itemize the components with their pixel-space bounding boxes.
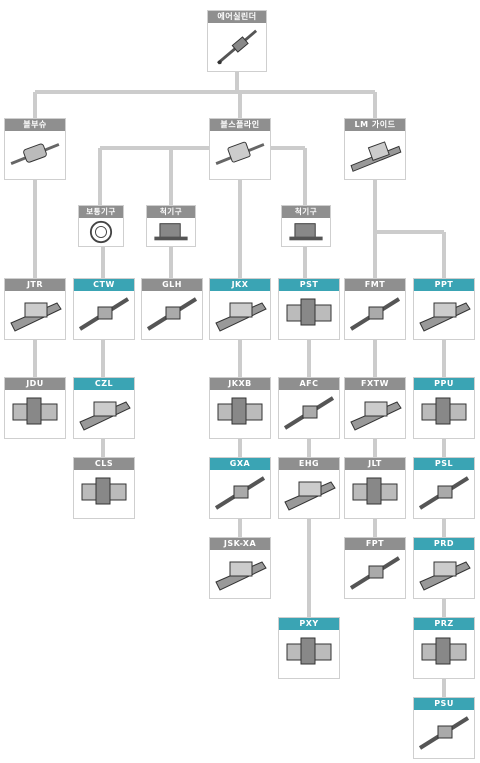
node-label: EHG bbox=[279, 458, 339, 470]
product-photo-icon bbox=[212, 552, 268, 596]
product-photo-icon bbox=[416, 472, 472, 516]
node-pst[interactable]: PST bbox=[278, 278, 340, 340]
node-ehg[interactable]: EHG bbox=[278, 457, 340, 519]
node-label: 척기구 bbox=[282, 206, 330, 218]
node-label: PSL bbox=[414, 458, 474, 470]
node-label: PPU bbox=[414, 378, 474, 390]
node-ball-spline[interactable]: 볼스플라인 bbox=[209, 118, 271, 180]
node-label: CTW bbox=[74, 279, 134, 291]
product-photo-icon bbox=[76, 472, 132, 516]
product-photo-icon bbox=[416, 293, 472, 337]
node-label: PPT bbox=[414, 279, 474, 291]
product-photo-icon bbox=[212, 472, 268, 516]
node-label: JSK-XA bbox=[210, 538, 270, 550]
product-photo-icon bbox=[281, 293, 337, 337]
node-jlt[interactable]: JLT bbox=[344, 457, 406, 519]
node-label: PRZ bbox=[414, 618, 474, 630]
node-cls[interactable]: CLS bbox=[73, 457, 135, 519]
node-label: AFC bbox=[279, 378, 339, 390]
node-label: GLH bbox=[142, 279, 202, 291]
product-photo-icon bbox=[76, 293, 132, 337]
node-label: 볼부슈 bbox=[5, 119, 65, 131]
node-jdu[interactable]: JDU bbox=[4, 377, 66, 439]
node-fpt[interactable]: FPT bbox=[344, 537, 406, 599]
lm-guide-icon bbox=[347, 133, 403, 177]
node-bearing-c[interactable]: 척기구 bbox=[281, 205, 331, 247]
node-label: GXA bbox=[210, 458, 270, 470]
cylinder-icon bbox=[210, 25, 264, 69]
product-photo-icon bbox=[347, 392, 403, 436]
node-label: JLT bbox=[345, 458, 405, 470]
product-photo-icon bbox=[416, 712, 472, 756]
product-photo-icon bbox=[416, 632, 472, 676]
node-jkxb[interactable]: JKXB bbox=[209, 377, 271, 439]
node-psl[interactable]: PSL bbox=[413, 457, 475, 519]
product-photo-icon bbox=[347, 293, 403, 337]
node-prz[interactable]: PRZ bbox=[413, 617, 475, 679]
node-jtr[interactable]: JTR bbox=[4, 278, 66, 340]
node-glh[interactable]: GLH bbox=[141, 278, 203, 340]
product-photo-icon bbox=[144, 293, 200, 337]
node-bearing-a[interactable]: 보통기구 bbox=[78, 205, 124, 247]
node-label: CLS bbox=[74, 458, 134, 470]
node-label: FPT bbox=[345, 538, 405, 550]
product-photo-icon bbox=[281, 632, 337, 676]
node-label: PXY bbox=[279, 618, 339, 630]
node-bearing-b[interactable]: 척기구 bbox=[146, 205, 196, 247]
node-ball-bushing[interactable]: 볼부슈 bbox=[4, 118, 66, 180]
node-label: 에어실린더 bbox=[208, 11, 266, 23]
node-fxtw[interactable]: FXTW bbox=[344, 377, 406, 439]
node-label: 척기구 bbox=[147, 206, 195, 218]
node-label: JDU bbox=[5, 378, 65, 390]
node-lm-guide[interactable]: LM 가이드 bbox=[344, 118, 406, 180]
bearing-icon bbox=[81, 220, 121, 244]
product-photo-icon bbox=[347, 552, 403, 596]
node-air-cylinder[interactable]: 에어실린더 bbox=[207, 10, 267, 72]
node-label: PST bbox=[279, 279, 339, 291]
node-prd[interactable]: PRD bbox=[413, 537, 475, 599]
product-photo-icon bbox=[7, 392, 63, 436]
spline-icon bbox=[212, 133, 268, 177]
node-fmt[interactable]: FMT bbox=[344, 278, 406, 340]
node-psu[interactable]: PSU bbox=[413, 697, 475, 759]
node-label: FXTW bbox=[345, 378, 405, 390]
node-label: FMT bbox=[345, 279, 405, 291]
node-ppu[interactable]: PPU bbox=[413, 377, 475, 439]
product-photo-icon bbox=[347, 472, 403, 516]
node-label: PRD bbox=[414, 538, 474, 550]
node-label: JKX bbox=[210, 279, 270, 291]
node-label: PSU bbox=[414, 698, 474, 710]
node-label: CZL bbox=[74, 378, 134, 390]
node-label: JKXB bbox=[210, 378, 270, 390]
node-pxy[interactable]: PXY bbox=[278, 617, 340, 679]
node-label: LM 가이드 bbox=[345, 119, 405, 131]
node-gxa[interactable]: GXA bbox=[209, 457, 271, 519]
product-photo-icon bbox=[416, 392, 472, 436]
bearing-block-icon bbox=[284, 220, 328, 244]
node-czl[interactable]: CZL bbox=[73, 377, 135, 439]
node-label: JTR bbox=[5, 279, 65, 291]
product-photo-icon bbox=[281, 392, 337, 436]
product-photo-icon bbox=[281, 472, 337, 516]
node-afc[interactable]: AFC bbox=[278, 377, 340, 439]
node-label: 볼스플라인 bbox=[210, 119, 270, 131]
bushing-icon bbox=[7, 133, 63, 177]
node-jskxa[interactable]: JSK-XA bbox=[209, 537, 271, 599]
node-ctw[interactable]: CTW bbox=[73, 278, 135, 340]
node-jkx[interactable]: JKX bbox=[209, 278, 271, 340]
product-photo-icon bbox=[416, 552, 472, 596]
node-ppt[interactable]: PPT bbox=[413, 278, 475, 340]
product-photo-icon bbox=[212, 293, 268, 337]
bearing-block-icon bbox=[149, 220, 193, 244]
product-photo-icon bbox=[212, 392, 268, 436]
node-label: 보통기구 bbox=[79, 206, 123, 218]
product-photo-icon bbox=[76, 392, 132, 436]
product-photo-icon bbox=[7, 293, 63, 337]
